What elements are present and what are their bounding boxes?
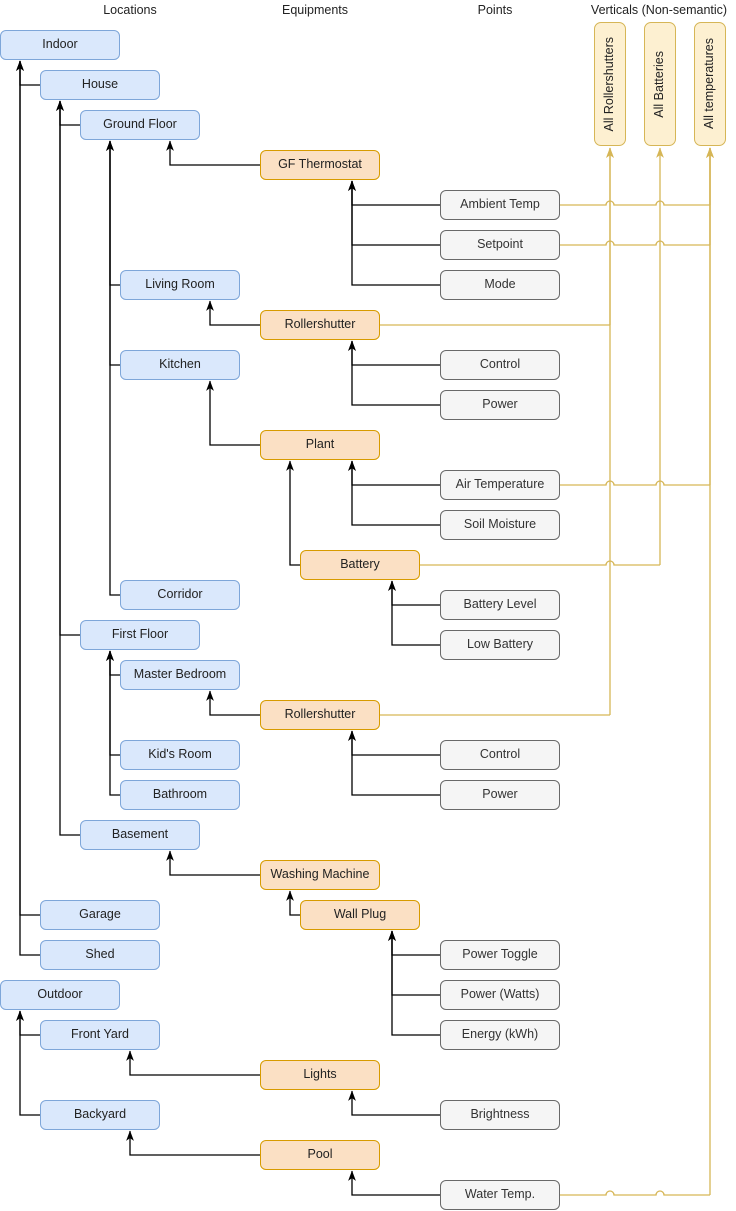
vlink-setpoint-all_temperatures [560, 240, 710, 246]
edge-setpoint-gf_thermostat [348, 180, 440, 246]
vertical-label: All Rollershutters [602, 36, 617, 132]
column-header-equipments: Equipments [281, 3, 348, 17]
edge-wallplug-washingmachine [286, 890, 300, 916]
equipments-wall_plug[interactable]: Wall Plug [300, 900, 420, 930]
edge-power_mb-rollershutter_mb [348, 730, 440, 796]
column-header-points: Points [477, 3, 513, 17]
points-battery_level[interactable]: Battery Level [440, 590, 560, 620]
equipments-rollershutter_mb[interactable]: Rollershutter [260, 700, 380, 730]
locations-house[interactable]: House [40, 70, 160, 100]
points-setpoint[interactable]: Setpoint [440, 230, 560, 260]
locations-corridor[interactable]: Corridor [120, 580, 240, 610]
edge-bathroom-firstfloor [106, 650, 120, 796]
edge-soil_moisture-plant [348, 460, 440, 526]
vlink-water_temp-all_temperatures [560, 1190, 710, 1196]
points-power_lr[interactable]: Power [440, 390, 560, 420]
edge-shed-indoor [16, 60, 40, 956]
edge-front_yard-outdoor [16, 1010, 40, 1036]
edge-control_mb-rollershutter_mb [348, 730, 440, 756]
edge-power_toggle-wall_plug [388, 930, 440, 956]
points-water_temp[interactable]: Water Temp. [440, 1180, 560, 1210]
locations-living_room[interactable]: Living Room [120, 270, 240, 300]
column-header-verticals: Verticals (Non-semantic) [590, 3, 728, 17]
equipments-lights[interactable]: Lights [260, 1060, 380, 1090]
vertical-label: All Batteries [652, 50, 667, 118]
equipments-pool[interactable]: Pool [260, 1140, 380, 1170]
locations-ground_floor[interactable]: Ground Floor [80, 110, 200, 140]
edge-garage-indoor [16, 60, 40, 916]
points-power_mb[interactable]: Power [440, 780, 560, 810]
edge-living_room-groundfloor [106, 140, 120, 286]
edge-low_battery-battery [388, 580, 440, 646]
edge-master_bedroom-firstfloor [106, 650, 120, 676]
edge-plant-kitchen [206, 380, 260, 446]
edge-power_watts-wall_plug [388, 930, 440, 996]
edge-pool-backyard [126, 1130, 260, 1156]
edge-corridor-groundfloor [106, 140, 120, 596]
vertical-all_rollershutters[interactable]: All Rollershutters [594, 22, 626, 146]
equipments-washing_machine[interactable]: Washing Machine [260, 860, 380, 890]
vlink-battery-all_batteries [420, 560, 660, 566]
edge-power_lr-rollershutter_lr [348, 340, 440, 406]
equipments-rollershutter_lr[interactable]: Rollershutter [260, 310, 380, 340]
locations-shed[interactable]: Shed [40, 940, 160, 970]
points-power_toggle[interactable]: Power Toggle [440, 940, 560, 970]
edge-house-indoor [16, 60, 40, 86]
edge-water_temp-pool [348, 1170, 440, 1196]
locations-kitchen[interactable]: Kitchen [120, 350, 240, 380]
points-ambient_temp[interactable]: Ambient Temp [440, 190, 560, 220]
vertical-all_temperatures[interactable]: All temperatures [694, 22, 726, 146]
locations-kids_room[interactable]: Kid's Room [120, 740, 240, 770]
points-brightness[interactable]: Brightness [440, 1100, 560, 1130]
locations-outdoor[interactable]: Outdoor [0, 980, 120, 1010]
column-header-locations: Locations [103, 3, 157, 17]
locations-bathroom[interactable]: Bathroom [120, 780, 240, 810]
points-soil_moisture[interactable]: Soil Moisture [440, 510, 560, 540]
edge-rollershutter_lr-living_room [206, 300, 260, 326]
edge-kitchen-groundfloor [106, 140, 120, 366]
equipments-battery[interactable]: Battery [300, 550, 420, 580]
edge-brightness-lights [348, 1090, 440, 1116]
locations-basement[interactable]: Basement [80, 820, 200, 850]
edge-control_lr-rollershutter_lr [348, 340, 440, 366]
edge-lights-front_yard [126, 1050, 260, 1076]
points-power_watts[interactable]: Power (Watts) [440, 980, 560, 1010]
edge-gf_thermostat-ground_floor [166, 140, 260, 166]
locations-master_bedroom[interactable]: Master Bedroom [120, 660, 240, 690]
equipments-gf_thermostat[interactable]: GF Thermostat [260, 150, 380, 180]
edge-backyard-outdoor [16, 1010, 40, 1116]
points-control_mb[interactable]: Control [440, 740, 560, 770]
edge-energy_kwh-wall_plug [388, 930, 440, 1036]
vlink-air_temperature-all_temperatures [560, 480, 710, 486]
edge-ambient_temp-gf_thermostat [348, 180, 440, 206]
locations-front_yard[interactable]: Front Yard [40, 1020, 160, 1050]
vertical-label: All temperatures [702, 38, 717, 130]
points-mode[interactable]: Mode [440, 270, 560, 300]
vlink-ambient_temp-all_temperatures [560, 200, 710, 206]
edge-kids_room-firstfloor [106, 650, 120, 756]
locations-garage[interactable]: Garage [40, 900, 160, 930]
edge-mode-gf_thermostat [348, 180, 440, 286]
edge-battery-plant [286, 460, 300, 566]
vertical-all_batteries[interactable]: All Batteries [644, 22, 676, 146]
edge-battery_level-battery [388, 580, 440, 606]
edge-air_temperature-plant [348, 460, 440, 486]
locations-first_floor[interactable]: First Floor [80, 620, 200, 650]
edge-groundfloor-house [56, 100, 80, 126]
points-low_battery[interactable]: Low Battery [440, 630, 560, 660]
points-control_lr[interactable]: Control [440, 350, 560, 380]
edge-rollershutter_mb-master_bedroom [206, 690, 260, 716]
edge-basement-house [56, 100, 80, 836]
edge-washing_machine-basement [166, 850, 260, 876]
locations-indoor[interactable]: Indoor [0, 30, 120, 60]
points-air_temperature[interactable]: Air Temperature [440, 470, 560, 500]
locations-backyard[interactable]: Backyard [40, 1100, 160, 1130]
edge-firstfloor-house [56, 100, 80, 636]
equipments-plant[interactable]: Plant [260, 430, 380, 460]
points-energy_kwh[interactable]: Energy (kWh) [440, 1020, 560, 1050]
